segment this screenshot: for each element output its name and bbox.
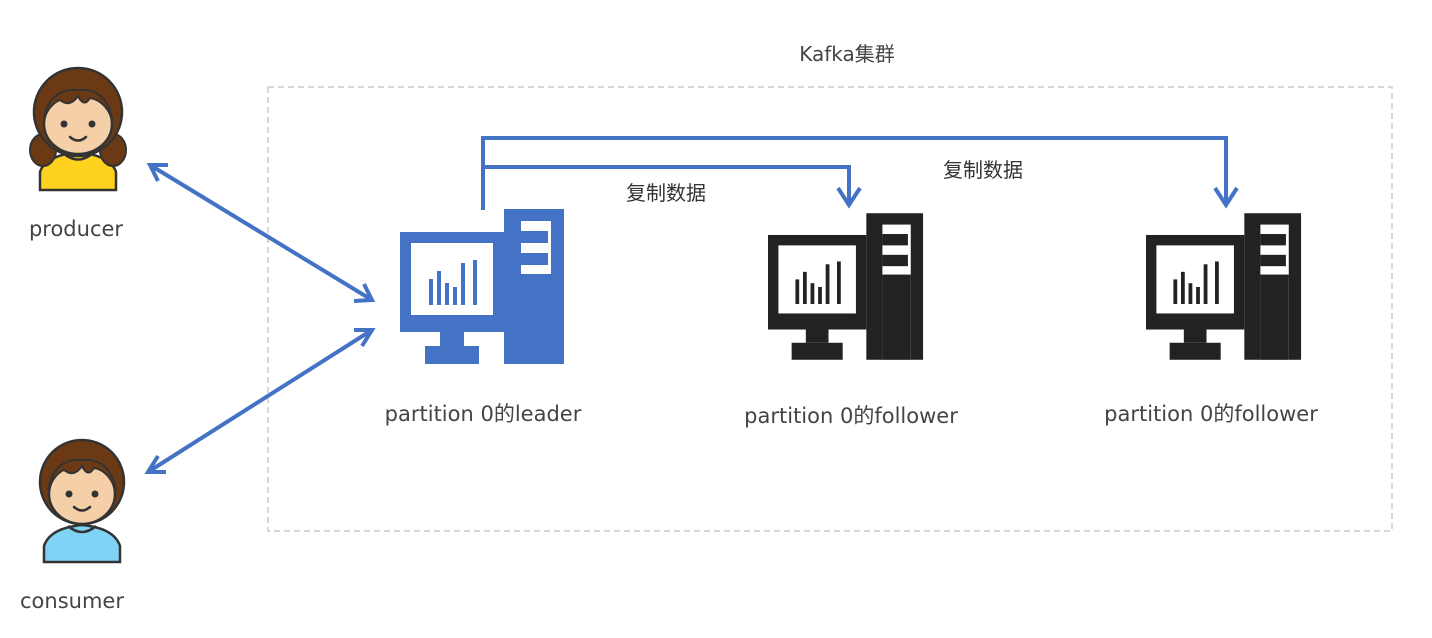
cluster-boundary: [267, 86, 1393, 532]
replication-arrowhead-1: [836, 186, 862, 209]
replication-arrowhead-2: [1213, 186, 1239, 209]
consumer-label: consumer: [20, 589, 124, 613]
follower-server-icon: [768, 213, 924, 360]
replication-label-1: 复制数据: [626, 181, 706, 205]
producer-leader-link: [148, 163, 374, 302]
follower-label-1: partition 0的follower: [744, 404, 958, 428]
leader-label: partition 0的leader: [384, 402, 582, 426]
arrowhead-to-consumer: [144, 454, 166, 474]
replication-arrow-2: [481, 136, 1228, 205]
consumer-leader-link: [146, 328, 374, 474]
arrowhead-to-leader: [353, 283, 376, 303]
follower-label-2: partition 0的follower: [1104, 402, 1318, 426]
arrowhead-to-producer: [146, 163, 168, 182]
replication-label-2: 复制数据: [943, 158, 1023, 182]
producer-avatar: [29, 66, 127, 192]
cluster-title: Kafka集群: [799, 42, 895, 66]
consumer-avatar: [38, 438, 126, 564]
follower-server-icon: [1146, 213, 1302, 360]
replication-arrow-1: [481, 165, 851, 210]
leader-server-icon: [400, 209, 564, 364]
producer-label: producer: [28, 217, 124, 241]
arrowhead-from-consumer: [354, 328, 376, 348]
